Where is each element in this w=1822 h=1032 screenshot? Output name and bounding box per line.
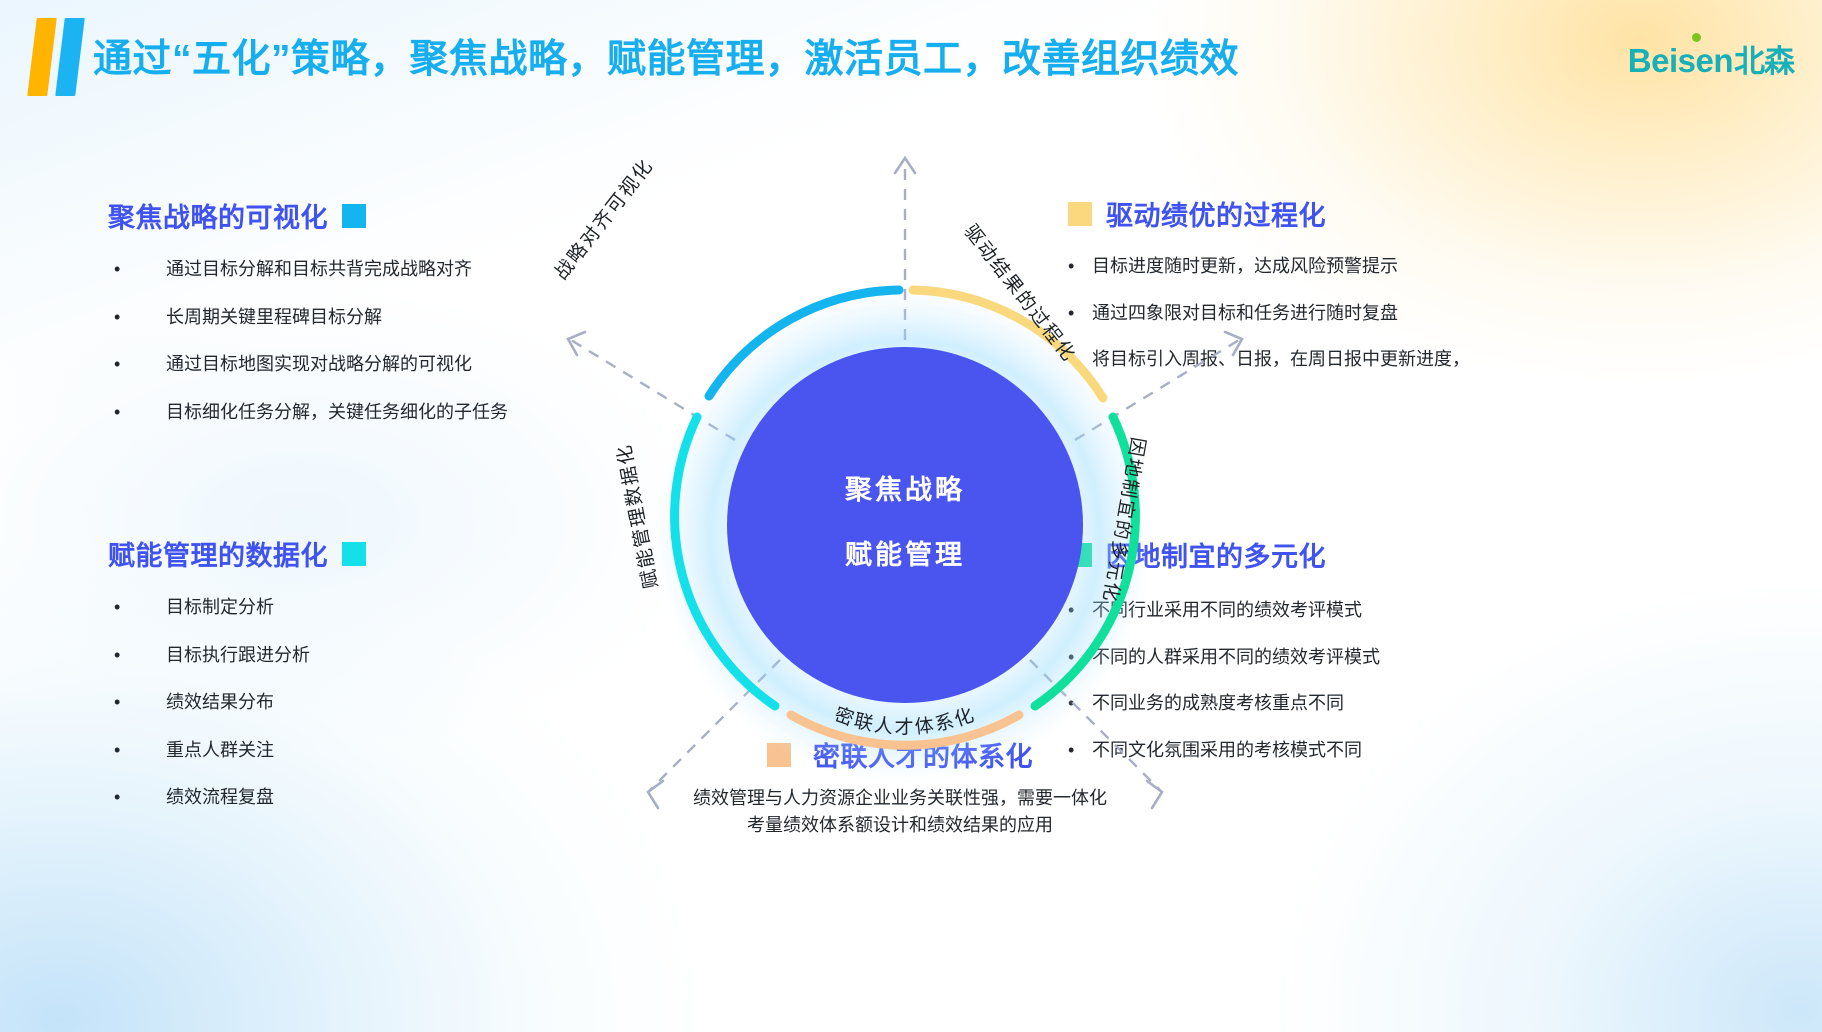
section-process-driven: 驱动绩优的过程化 • 目标进度随时更新，达成风险预警提示 • 通过四象限对目标和任务…: [1068, 194, 1470, 373]
list-item-label: 绩效流程复盘: [166, 787, 274, 808]
list-item: • 通过目标地图实现对战略分解的可视化: [108, 352, 508, 378]
arc-process-driven: [908, 285, 1108, 403]
bullet-icon: •: [1068, 302, 1075, 323]
section-focus-list: • 通过目标分解和目标共背完成战略对齐 • 长周期关键里程碑目标分解 • 通过目标地图…: [108, 257, 508, 425]
section-process-header: 驱动绩优的过程化: [1068, 194, 1470, 233]
list-item-label: 通过目标地图实现对战略分解的可视化: [166, 354, 472, 375]
arc-local-adaptation: [1030, 412, 1140, 711]
accent-bar-amber: [27, 18, 57, 96]
arc-data-enablement: [670, 412, 780, 711]
section-data-list: • 目标制定分析 • 目标执行跟进分析 • 绩效结果分布 • 重点人群关注 • 绩效流程复…: [108, 595, 366, 811]
ring-arcs: [670, 285, 1140, 750]
bullet-icon: •: [114, 739, 121, 760]
list-item: • 不同文化氛围采用的考核模式不同: [1068, 738, 1380, 764]
section-focus-strategy: 聚焦战略的可视化 • 通过目标分解和目标共背完成战略对齐 • 长周期关键里程碑目标分…: [108, 196, 508, 425]
core-circle: [727, 347, 1083, 703]
section-local-list: •不同行业采用不同的绩效考评模式 •不同的人群采用不同的绩效考评模式 •不同业务…: [1068, 598, 1380, 763]
list-item-label: 不同文化氛围采用的考核模式不同: [1092, 739, 1362, 760]
section-focus-header: 聚焦战略的可视化: [108, 196, 508, 235]
logo-text-cn: 北森: [1734, 44, 1795, 79]
bullet-icon: •: [1068, 739, 1075, 760]
bullet-icon: •: [114, 644, 121, 665]
list-item: • 通过目标分解和目标共背完成战略对齐: [108, 257, 508, 283]
list-item-label: 通过目标分解和目标共背完成战略对齐: [166, 259, 472, 279]
section-process-title: 驱动绩优的过程化: [1106, 201, 1326, 231]
bullet-icon: •: [114, 597, 121, 617]
arc-talent-system: [786, 710, 1024, 750]
list-item: • 目标执行跟进分析: [108, 643, 366, 669]
bullet-icon: •: [114, 692, 121, 713]
page-title: 通过“五化”策略，聚焦战略，赋能管理，激活员工，改善组织绩效: [93, 38, 1240, 81]
list-item: • 目标进度随时更新，达成风险预警提示: [1068, 254, 1470, 280]
diagram-svg: 密联人才体系化: [566, 155, 1244, 810]
title-accent-bars: [27, 18, 90, 96]
bullet-icon: •: [114, 787, 121, 808]
circular-diagram: 密联人才体系化 聚焦战略 赋能管理 战略对齐可视化 驱动结果的过程化 因地制宜的…: [525, 140, 1285, 900]
logo-text-en: Beisen: [1627, 42, 1734, 79]
list-item-label: 长周期关键里程碑目标分解: [166, 306, 382, 327]
list-item-label: 不同业务的成熟度考核重点不同: [1092, 693, 1344, 714]
brand-logo: Beisen 北森: [1627, 33, 1795, 81]
section-focus-marker: [342, 203, 366, 228]
section-data-marker: [342, 541, 366, 566]
list-item-label: 绩效结果分布: [166, 692, 274, 713]
list-item: • 目标制定分析: [108, 595, 366, 621]
list-item: • 重点人群关注: [108, 738, 366, 764]
slide-header: 通过“五化”策略，聚焦战略，赋能管理，激活员工，改善组织绩效 Beisen 北森: [0, 0, 1822, 110]
section-talent-description-line1: 绩效管理与人力资源企业业务关联性强，需要一体化: [693, 788, 1107, 808]
list-item: • 绩效流程复盘: [108, 785, 366, 811]
section-talent-description-line2: 考量绩效体系额设计和绩效结果的应用: [747, 815, 1053, 836]
accent-bar-cyan: [55, 18, 85, 96]
logo-dot-icon: [1691, 33, 1701, 42]
bullet-icon: •: [114, 354, 121, 375]
list-item: • 通过四象限对目标和任务进行随时复盘: [1068, 301, 1470, 327]
list-item-label: 通过四象限对目标和任务进行随时复盘: [1092, 302, 1398, 323]
list-item: • 目标细化任务分解，关键任务细化的子任务: [108, 400, 508, 426]
section-talent-description: 绩效管理与人力资源企业业务关联性强，需要一体化 考量绩效体系额设计和绩效结果的应…: [620, 785, 1180, 840]
bullet-icon: •: [1068, 256, 1075, 276]
section-data-title: 赋能管理的数据化: [108, 541, 328, 571]
spoke-arrowheads: [566, 155, 1244, 810]
section-process-marker: [1068, 201, 1092, 226]
bullet-icon: •: [114, 306, 121, 327]
bullet-icon: •: [114, 401, 121, 422]
list-item: • 长周期关键里程碑目标分解: [108, 305, 508, 331]
list-item-label: 不同的人群采用不同的绩效考评模式: [1092, 646, 1380, 667]
list-item-label: 目标执行跟进分析: [166, 644, 310, 665]
bullet-icon: •: [114, 259, 121, 279]
section-focus-title: 聚焦战略的可视化: [108, 203, 328, 233]
arc-strategy-alignment: [704, 285, 904, 401]
section-process-list: • 目标进度随时更新，达成风险预警提示 • 通过四象限对目标和任务进行随时复盘 • 将…: [1068, 254, 1470, 373]
section-data-header: 赋能管理的数据化: [108, 534, 366, 573]
list-item: • 绩效结果分布: [108, 690, 366, 716]
list-item-label: 不同行业采用不同的绩效考评模式: [1092, 600, 1362, 620]
list-item-label: 将目标引入周报、日报，在周日报中更新进度，: [1092, 349, 1470, 370]
list-item-label: 目标细化任务分解，关键任务细化的子任务: [166, 401, 508, 422]
list-item-label: 目标制定分析: [166, 597, 274, 617]
list-item-label: 目标进度随时更新，达成风险预警提示: [1092, 256, 1398, 276]
section-data-enablement: 赋能管理的数据化 • 目标制定分析 • 目标执行跟进分析 • 绩效结果分布 • 重点人群…: [108, 534, 366, 811]
list-item-label: 重点人群关注: [166, 739, 274, 760]
